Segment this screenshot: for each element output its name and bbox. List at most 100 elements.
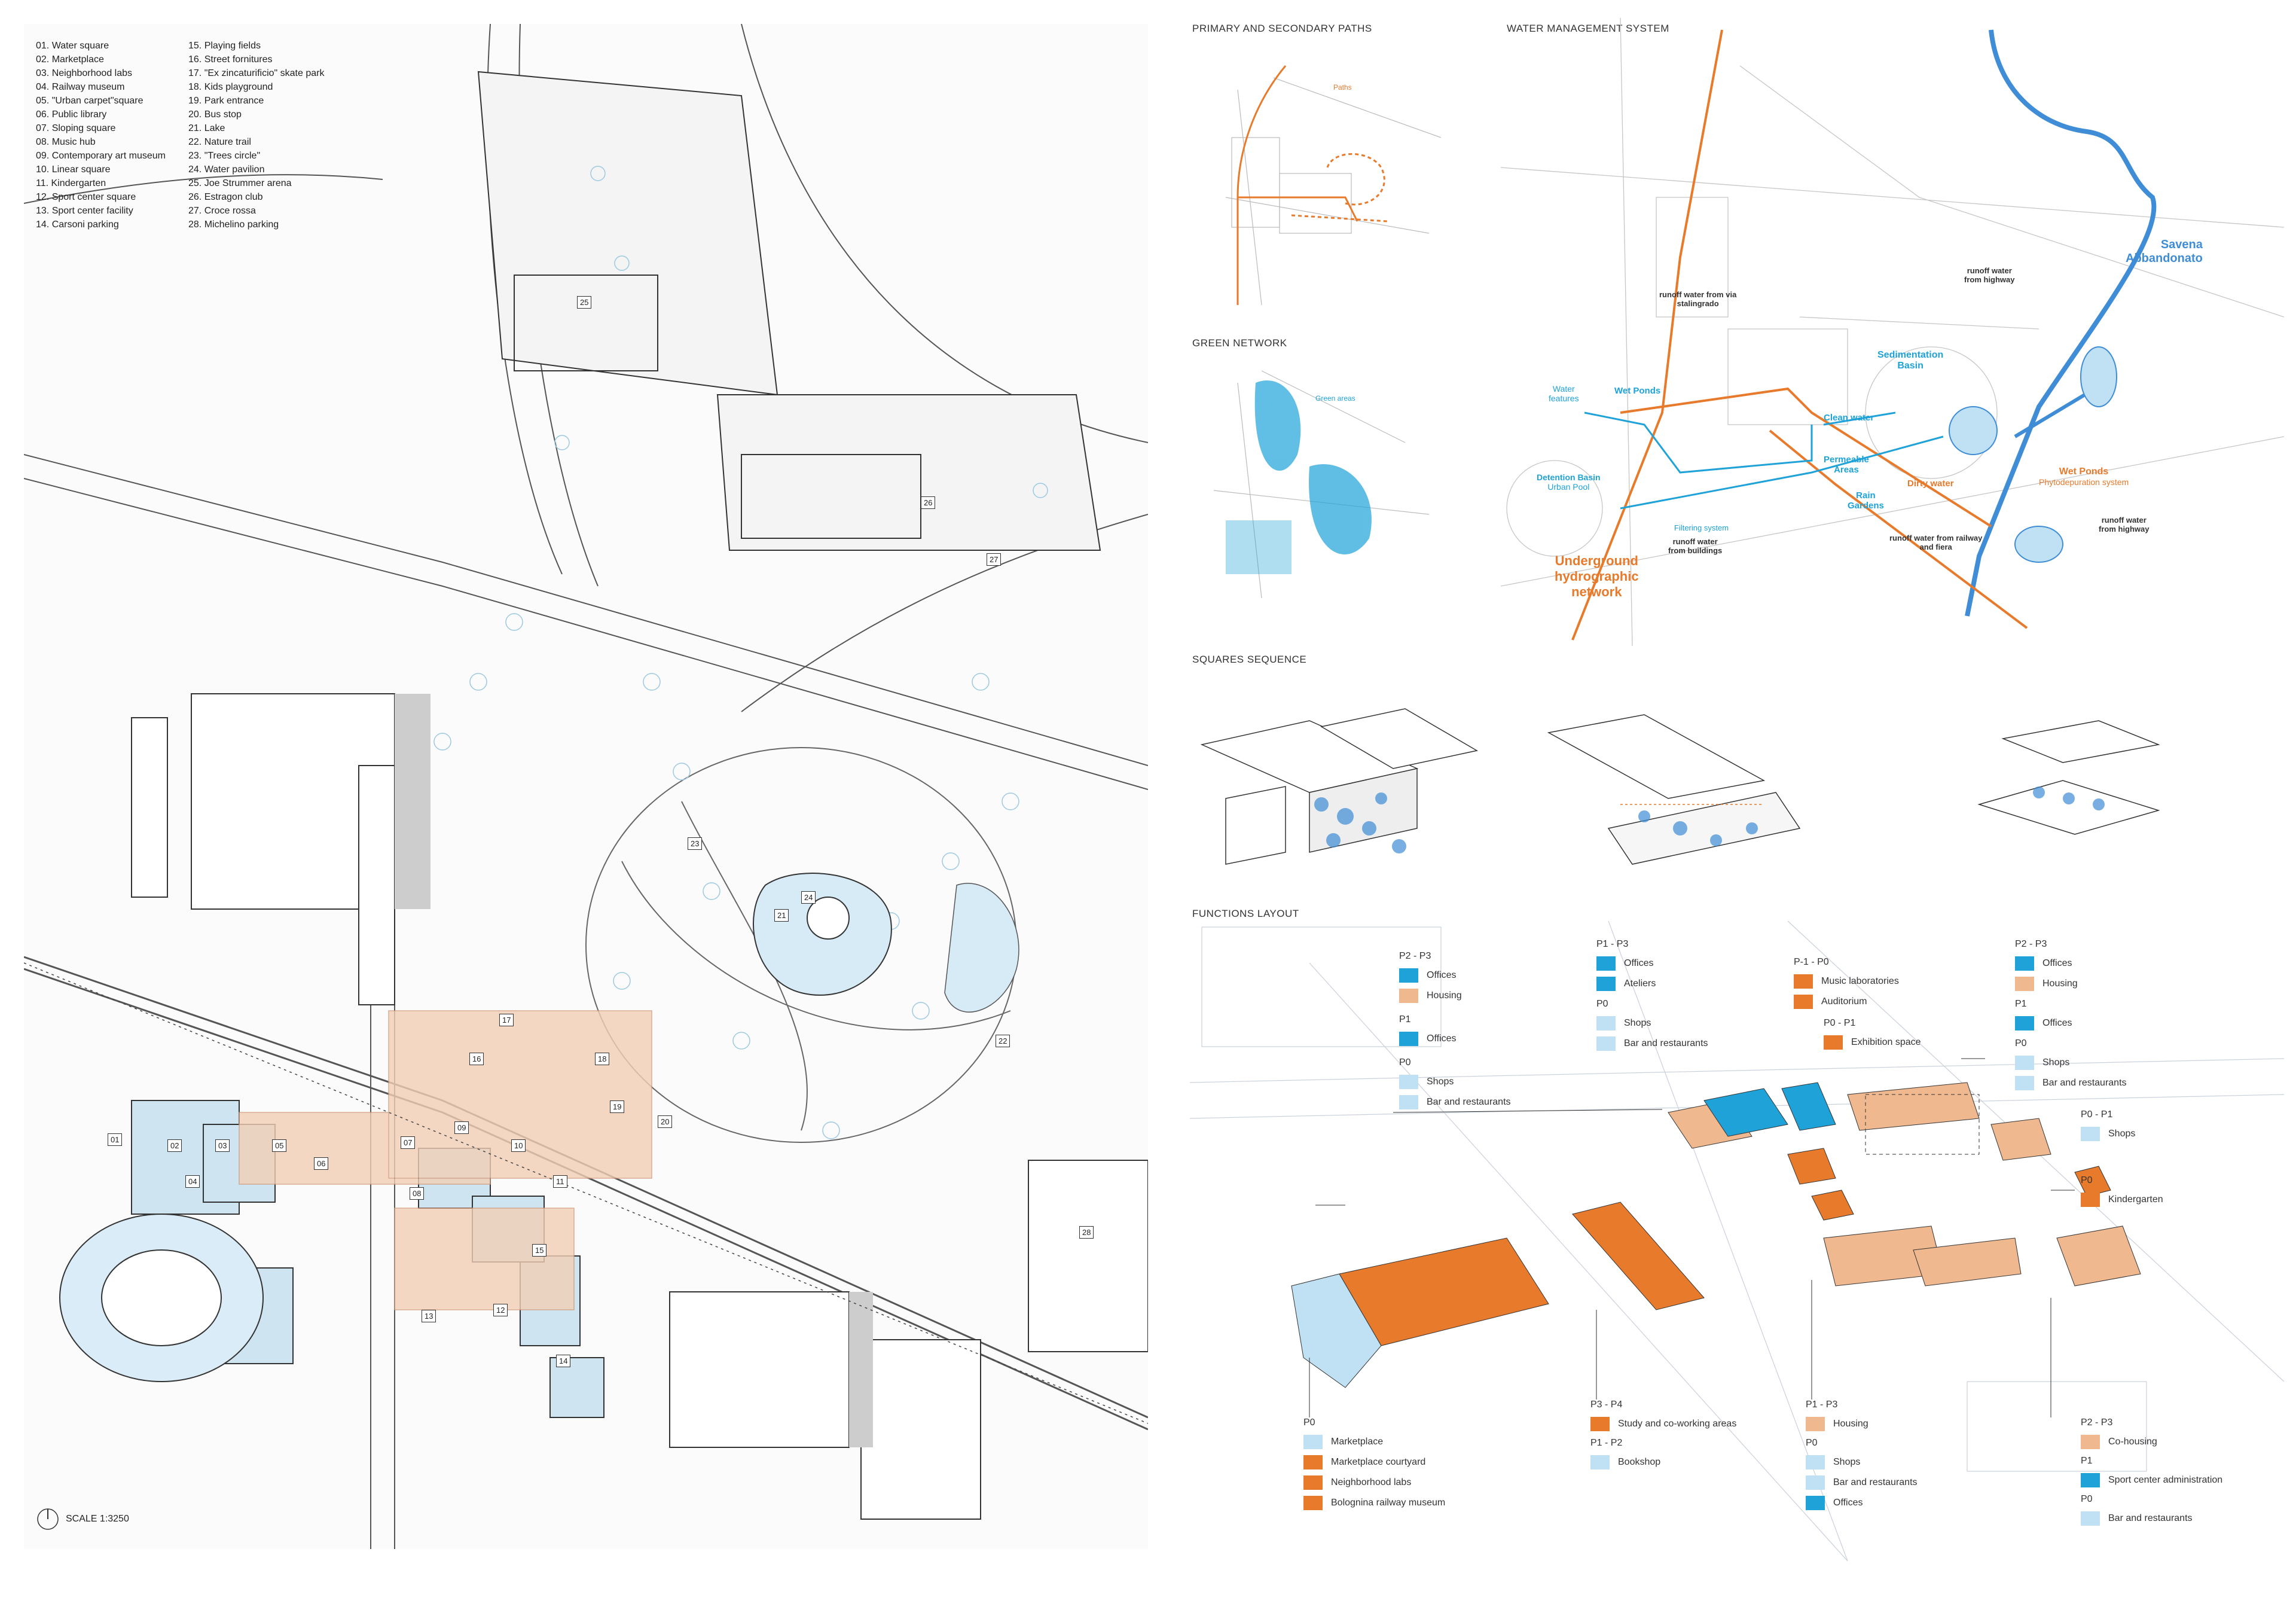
map-label-21: 21 [774, 909, 789, 922]
rain-gardens-label: Rain Gardens [1848, 490, 1884, 511]
savena-label: Savena Abbandonato [2126, 238, 2203, 266]
func-label: Bar and restaurants [1833, 1477, 1918, 1487]
rb-line: from buildings [1668, 546, 1723, 555]
legend-item: 05. "Urban carpet"square [36, 96, 144, 106]
legend-item: 23. "Trees circle" [188, 151, 261, 161]
func-label: Housing [2042, 978, 2078, 989]
func-label: Shops [1624, 1018, 1651, 1028]
func-label: Marketplace courtyard [1331, 1457, 1426, 1467]
legend-item: 26. Estragon club [188, 192, 263, 202]
func-label: Exhibition space [1851, 1037, 1921, 1047]
exhibition-swatch [1824, 1035, 1843, 1050]
rb-line: runoff water [1672, 537, 1718, 546]
floor-header: P0 [2081, 1175, 2093, 1185]
runoff-line: from highway [1964, 275, 2015, 284]
func-label: Kindergarten [2108, 1194, 2163, 1205]
func-group-8: P3 - P4 Study and co-working areas P1 - … [1590, 1400, 1736, 1472]
floor-header: P1 - P2 [1590, 1438, 1623, 1448]
functions-title: FUNCTIONS LAYOUT [1192, 908, 1299, 919]
floor-header: P0 [2015, 1038, 2027, 1048]
shops-swatch [1399, 1075, 1418, 1089]
map-label-02: 02 [167, 1139, 182, 1152]
rh-line: from highway [2099, 525, 2150, 533]
masterplan-drawing [24, 24, 1148, 1549]
ateliers-swatch [1596, 977, 1616, 991]
bars-swatch [1806, 1475, 1825, 1490]
floor-header: P0 - P1 [2081, 1109, 2113, 1120]
courtyard-swatch [1303, 1455, 1323, 1469]
map-label-15: 15 [532, 1244, 547, 1257]
map-label-09: 09 [454, 1121, 469, 1134]
floor-header: P1 [1399, 1014, 1411, 1025]
func-group-9: P1 - P3 Housing P0 Shops Bar and restaur… [1806, 1400, 1918, 1513]
func-label: Shops [2108, 1129, 2136, 1139]
paths-diagram: Paths [1225, 65, 1442, 306]
floor-header: P0 [2081, 1494, 2093, 1504]
map-label-25: 25 [577, 296, 592, 309]
func-label: Auditorium [1821, 996, 1867, 1007]
runoff-line: runoff water from via [1659, 290, 1737, 299]
sedimentation-label: Sedimentation Basin [1877, 350, 1943, 371]
legend-item: 21. Lake [188, 123, 225, 133]
legend-item: 11. Kindergarten [36, 178, 106, 188]
offices-swatch [1399, 968, 1418, 983]
green-panel: GREEN NETWORK Green areas [1190, 335, 1501, 622]
func-label: Bar and restaurants [1427, 1097, 1511, 1107]
runoff-line: stalingrado [1677, 299, 1719, 308]
map-label-03: 03 [215, 1139, 230, 1152]
func-group-3: P-1 - P0 Music laboratories Auditorium P… [1794, 957, 1921, 1053]
marketplace-swatch [1303, 1435, 1323, 1449]
offices-swatch [1399, 1032, 1418, 1046]
map-label-10: 10 [511, 1139, 526, 1152]
labs-swatch [1303, 1475, 1323, 1490]
savena-text: Savena [2160, 238, 2203, 251]
squares-axonometries [1200, 708, 2160, 865]
legend-item: 06. Public library [36, 109, 107, 120]
floor-header: P-1 - P0 [1794, 957, 1829, 967]
legend-col-2: 15. Playing fields 16. Street fornitures… [188, 39, 324, 231]
map-label-11: 11 [553, 1175, 567, 1188]
cohousing-swatch [2081, 1435, 2100, 1449]
floor-header: P0 [1596, 999, 1608, 1009]
runoff-via-label: runoff water from via stalingrado [1659, 290, 1736, 308]
map-label-26: 26 [921, 496, 936, 509]
perm-line: Areas [1834, 465, 1859, 475]
legend-col-1: 01. Water square 02. Marketplace 03. Nei… [36, 39, 166, 231]
bars-swatch [1596, 1036, 1616, 1051]
map-label-17: 17 [499, 1014, 514, 1026]
music-swatch [1794, 974, 1813, 989]
legend-item: 02. Marketplace [36, 54, 104, 65]
floor-header: P1 [2015, 999, 2027, 1009]
map-label-18: 18 [595, 1053, 610, 1065]
floor-header: P0 [1399, 1057, 1411, 1068]
func-label: Neighborhood labs [1331, 1477, 1412, 1487]
offices-swatch [2015, 956, 2034, 971]
scale-bar: SCALE 1:3250 [36, 1507, 129, 1531]
detention-label: Detention Basin Urban Pool [1537, 472, 1601, 492]
legend-item: 09. Contemporary art museum [36, 151, 166, 161]
legend-item: 12. Sport center square [36, 192, 136, 202]
legend-item: 03. Neighborhood labs [36, 68, 133, 78]
shops-swatch [1596, 1016, 1616, 1030]
green-tag: Green areas [1315, 394, 1355, 403]
map-label-14: 14 [556, 1355, 571, 1367]
offices-swatch [2015, 1016, 2034, 1030]
floor-header: P3 - P4 [1590, 1400, 1623, 1410]
housing-swatch [1399, 989, 1418, 1003]
floor-header: P0 [1303, 1417, 1315, 1428]
func-label: Marketplace [1331, 1437, 1384, 1447]
perm-line: Permeable [1824, 455, 1869, 465]
shops-swatch [1806, 1455, 1825, 1469]
squares-panel: SQUARES SEQUENCE [1190, 649, 2284, 900]
func-label: Bar and restaurants [2108, 1513, 2193, 1523]
runoff-buildings-label: runoff water from buildings [1668, 537, 1722, 555]
abbandonato-text: Abbandonato [2126, 252, 2203, 265]
map-label-20: 20 [658, 1115, 673, 1128]
scale-label: SCALE 1:3250 [66, 1514, 129, 1524]
sport-swatch [2081, 1473, 2100, 1487]
underground-label: Underground hydrographic network [1555, 553, 1639, 600]
wpr-line: Wet Ponds [2059, 467, 2109, 477]
det-line: Detention Basin [1537, 472, 1601, 482]
map-label-22: 22 [996, 1035, 1010, 1047]
map-label-12: 12 [493, 1304, 508, 1316]
